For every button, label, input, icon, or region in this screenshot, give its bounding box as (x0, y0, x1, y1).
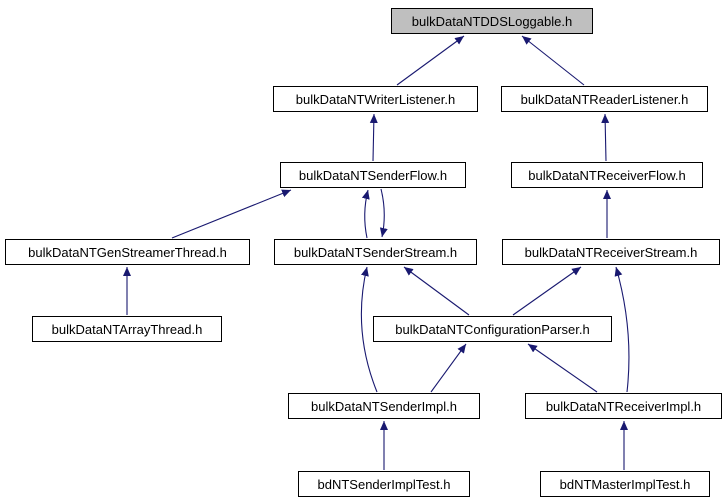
graph-node-label: bdNTSenderImplTest.h (317, 476, 451, 492)
edge-receiver-impl-to-receiver-stream (614, 266, 630, 393)
graph-node-receiver-flow[interactable]: bulkDataNTReceiverFlow.h (511, 162, 703, 188)
graph-node-label: bulkDataNTDDSLoggable.h (411, 13, 573, 29)
graph-node-label: bulkDataNTSenderStream.h (293, 244, 458, 260)
graph-node-receiver-stream[interactable]: bulkDataNTReceiverStream.h (502, 239, 720, 265)
graph-node-label: bdNTMasterImplTest.h (559, 476, 691, 492)
graph-node-label: bulkDataNTReaderListener.h (520, 91, 689, 107)
graph-node-master-impl-test[interactable]: bdNTMasterImplTest.h (540, 471, 710, 497)
edge-config-parser-to-sender-stream (403, 266, 470, 316)
edge-receiver-impl-to-config-parser (527, 343, 598, 393)
graph-node-label: bulkDataNTReceiverImpl.h (545, 398, 702, 414)
graph-node-label: bulkDataNTReceiverFlow.h (528, 167, 686, 183)
graph-node-writer-listener[interactable]: bulkDataNTWriterListener.h (273, 86, 478, 112)
graph-node-dds-loggable: bulkDataNTDDSLoggable.h (391, 8, 593, 34)
edge-sender-impl-to-config-parser (430, 343, 467, 393)
graph-node-sender-impl[interactable]: bulkDataNTSenderImpl.h (288, 393, 480, 419)
edge-sender-flow-to-sender-stream (379, 188, 388, 238)
graph-node-label: bulkDataNTArrayThread.h (51, 321, 203, 337)
edge-sender-flow-to-writer-listener (369, 113, 378, 162)
graph-node-config-parser[interactable]: bulkDataNTConfigurationParser.h (373, 316, 612, 342)
graph-node-sender-stream[interactable]: bulkDataNTSenderStream.h (274, 239, 477, 265)
graph-node-label: bulkDataNTConfigurationParser.h (395, 321, 590, 337)
graph-node-label: bulkDataNTGenStreamerThread.h (28, 244, 227, 260)
graph-node-label: bulkDataNTSenderImpl.h (311, 398, 457, 414)
graph-node-label: bulkDataNTSenderFlow.h (298, 167, 448, 183)
graph-node-sender-flow[interactable]: bulkDataNTSenderFlow.h (280, 162, 466, 188)
edge-reader-listener-to-dds-loggable (521, 35, 585, 86)
edge-receiver-flow-to-reader-listener (601, 113, 610, 162)
edge-sender-stream-to-sender-flow (361, 189, 370, 239)
graph-node-gen-streamer-thread[interactable]: bulkDataNTGenStreamerThread.h (5, 239, 250, 265)
graph-node-sender-impl-test[interactable]: bdNTSenderImplTest.h (298, 471, 470, 497)
edge-config-parser-to-receiver-stream (512, 266, 582, 316)
graph-node-array-thread[interactable]: bulkDataNTArrayThread.h (32, 316, 222, 342)
edge-gen-streamer-thread-to-sender-flow (171, 189, 292, 239)
graph-node-label: bulkDataNTWriterListener.h (295, 91, 456, 107)
graph-node-reader-listener[interactable]: bulkDataNTReaderListener.h (501, 86, 708, 112)
graph-node-label: bulkDataNTReceiverStream.h (524, 244, 698, 260)
graph-node-receiver-impl[interactable]: bulkDataNTReceiverImpl.h (525, 393, 722, 419)
edge-writer-listener-to-dds-loggable (396, 35, 465, 86)
